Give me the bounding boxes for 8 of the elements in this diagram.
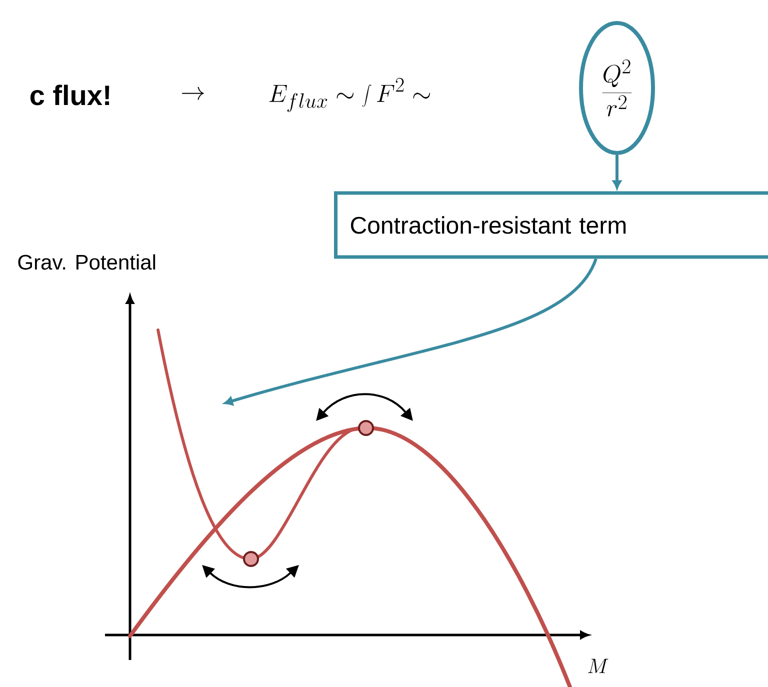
arrow <box>224 258 598 406</box>
axis-label: $M$ <box>588 658 608 674</box>
label-box: Contraction-resistant term <box>334 191 768 259</box>
math-formula: $E_{flux} \sim \int F^2 \sim$ <box>269 78 430 112</box>
axis-label: Grav. Potential <box>18 254 156 270</box>
arrow <box>612 155 622 189</box>
bold-text: c flux! <box>30 84 110 106</box>
arrow-symbol: $\rightarrow$ <box>182 86 204 100</box>
